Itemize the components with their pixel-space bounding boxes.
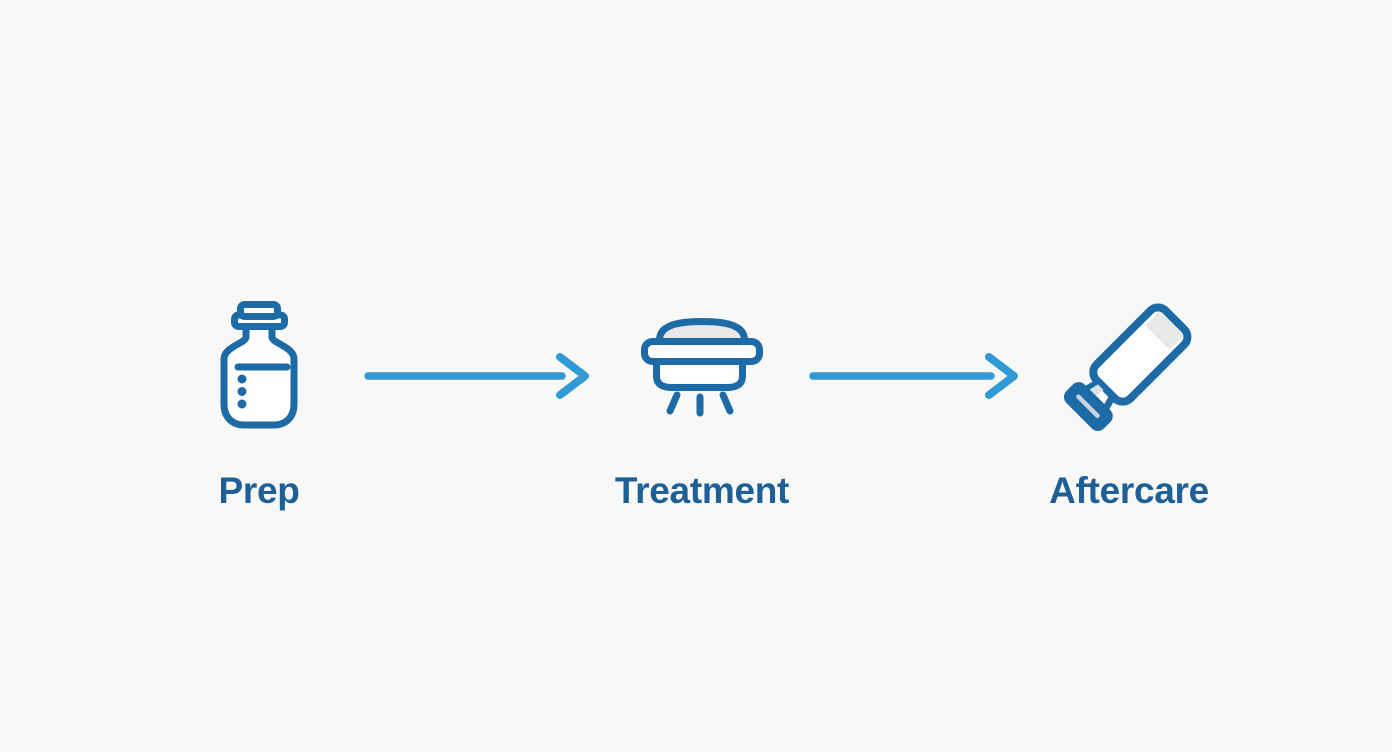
- arrow-right-icon: [809, 353, 1018, 399]
- ointment-tube-svg: [1063, 303, 1192, 432]
- step-treatment: Treatment: [572, 296, 832, 511]
- serum-bottle-svg: [220, 301, 298, 429]
- ointment-tube-icon: [1060, 296, 1198, 436]
- step-aftercare: Aftercare: [999, 296, 1259, 511]
- treatment-device-svg: [641, 318, 763, 417]
- step-prep: Prep: [129, 296, 389, 511]
- step-label-prep: Prep: [218, 470, 300, 511]
- arrow-right-icon: [364, 353, 589, 399]
- step-label-treatment: Treatment: [614, 470, 790, 511]
- treatment-device-icon: [638, 296, 766, 436]
- step-label-aftercare: Aftercare: [1049, 470, 1209, 511]
- serum-bottle-icon: [220, 296, 298, 436]
